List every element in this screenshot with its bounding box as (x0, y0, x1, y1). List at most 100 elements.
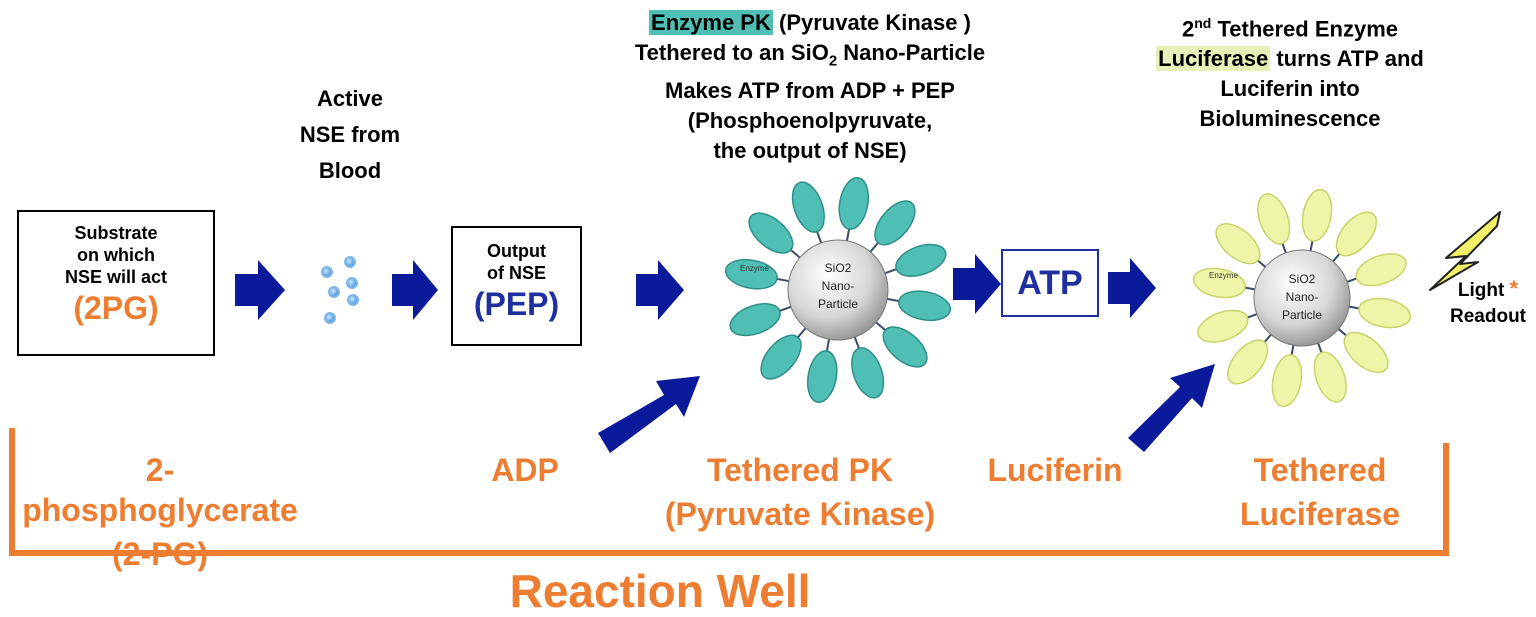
well-label-substrate-line-1: 2-phosphoglycerate (22, 452, 298, 528)
luciferase-header-line-4: Bioluminescence (1199, 106, 1381, 132)
pk-header: Enzyme PK (Pyruvate Kinase ) Tethered to… (580, 8, 1040, 166)
well-label-pk-line-1: Tethered PK (706, 452, 894, 488)
pk-enzyme-1 (874, 200, 916, 246)
arrow-output-to-pk (636, 260, 684, 320)
pk-enzyme-4 (882, 326, 928, 368)
light-word: Light (1457, 280, 1505, 301)
well-label-pk: Tethered PK (Pyruvate Kinase) (640, 450, 960, 534)
luciferase-enzyme-3 (1358, 297, 1412, 329)
luciferase-header-line-1-pre: 2 (1181, 16, 1195, 42)
light-line-1: Light * (1440, 276, 1536, 304)
pk-enzyme-0 (838, 176, 870, 230)
arrow-nse-to-output (392, 260, 438, 320)
well-label-substrate: 2-phosphoglycerate (2-PG) (10, 450, 310, 574)
pk-enzyme-2 (895, 243, 947, 277)
well-label-luciferase: Tethered Luciferase (1230, 450, 1410, 534)
luc-nano-label-1: SiO2 (1289, 272, 1316, 286)
atp-label: ATP (1017, 264, 1083, 302)
substrate-box: Substrate on which NSE will act (2PG) (17, 210, 215, 356)
pk-enzyme-ring (724, 176, 952, 404)
arrow-pk-to-atp (953, 254, 1001, 314)
luciferase-header-line-2-rest: turns ATP and (1270, 46, 1424, 72)
luciferase-enzyme-7 (1226, 339, 1269, 385)
luciferase-enzyme-0 (1301, 188, 1333, 242)
well-label-pk-line-2: (Pyruvate Kinase) (664, 496, 936, 532)
substrate-line-2: on which (77, 245, 155, 265)
atp-box: ATP (1001, 249, 1099, 317)
well-label-luciferin: Luciferin (980, 450, 1130, 490)
nse-line-1: Active (316, 86, 384, 111)
luciferase-header: 2nd Tethered Enzyme Luciferase turns ATP… (1120, 8, 1460, 134)
luciferase-enzyme-8 (1197, 309, 1249, 343)
luciferase-header-line-1-sup: nd (1194, 15, 1212, 31)
pk-nano-label-1: SiO2 (825, 261, 852, 275)
pk-header-line-2-pre: Tethered to an SiO (634, 40, 829, 65)
well-label-substrate-line-2: (2-PG) (112, 536, 208, 572)
arrow-substrate-to-nse (235, 260, 285, 320)
pk-enzyme-7 (760, 334, 802, 380)
substrate-line-3: NSE will act (64, 267, 168, 287)
output-code: (PEP) (473, 286, 560, 322)
substrate-line-1: Substrate (74, 223, 158, 243)
pk-header-line-2: Tethered to an SiO2 Nano-Particle (580, 38, 1040, 76)
luciferase-header-line-2: Luciferase turns ATP and (1120, 44, 1460, 74)
pk-enzyme-5 (851, 347, 885, 399)
pk-enzyme-10 (748, 212, 794, 254)
pk-header-line-2-sub: 2 (828, 52, 838, 70)
luciferase-enzyme-2 (1355, 253, 1407, 287)
nse-line-3: Blood (318, 158, 382, 183)
pk-header-line-3: Makes ATP from ADP + PEP (665, 78, 955, 104)
lightning-bolt-icon (1429, 211, 1501, 291)
pk-enzyme-11 (791, 181, 825, 233)
light-line-2: Readout (1450, 306, 1526, 327)
pk-header-line-1-rest: (Pyruvate Kinase ) (772, 10, 971, 35)
pk-header-line-5: the output of NSE) (713, 138, 907, 164)
luc-enzyme-label: Enzyme (1209, 271, 1238, 280)
luciferase-header-line-3: Luciferin into (1220, 76, 1360, 102)
pk-enzyme-label: Enzyme (740, 264, 769, 273)
reaction-well-title: Reaction Well (509, 565, 811, 617)
luciferase-enzyme-4 (1343, 331, 1389, 374)
pk-enzyme-3 (898, 290, 952, 322)
pk-header-line-4: (Phosphoenolpyruvate, (687, 108, 933, 134)
nse-label: Active NSE from Blood (270, 85, 430, 185)
luciferase-highlight: Luciferase (1156, 46, 1271, 72)
enzyme-pk-highlight: Enzyme PK (649, 10, 773, 35)
luc-nano-label-3: Particle (1282, 308, 1322, 322)
light-readout: Light * Readout (1440, 276, 1536, 330)
pk-enzyme-8 (729, 303, 781, 337)
pk-header-line-1: Enzyme PK (Pyruvate Kinase ) (580, 8, 1040, 38)
luciferase-enzyme-ring (1192, 188, 1412, 408)
reaction-well-bracket (9, 428, 1449, 556)
well-label-adp-text: ADP (491, 452, 559, 488)
arrow-luciferin-to-luciferase (1128, 364, 1215, 452)
nse-line-2: NSE from (299, 122, 401, 147)
arrow-atp-to-luciferase (1108, 258, 1156, 318)
output-line-2: of NSE (486, 263, 546, 283)
nse-cells (321, 256, 359, 324)
luciferase-enzyme-11 (1257, 193, 1291, 245)
pk-nano-label-2: Nano- (822, 279, 855, 293)
light-star: * (1509, 276, 1519, 301)
luc-nano-label-2: Nano- (1286, 290, 1319, 304)
arrow-adp-to-pk (598, 376, 700, 453)
pk-nano-label-3: Particle (818, 297, 858, 311)
luciferase-enzyme-9 (1192, 267, 1246, 299)
luciferase-enzyme-1 (1335, 211, 1378, 257)
luciferase-header-line-1-post: Tethered Enzyme (1211, 16, 1398, 42)
luciferase-nanoparticle-sphere (1253, 249, 1351, 347)
luciferase-header-line-1: 2nd Tethered Enzyme (1120, 8, 1460, 44)
well-label-adp: ADP (470, 450, 580, 490)
luciferase-enzyme-10 (1215, 222, 1261, 265)
well-label-luciferin-text: Luciferin (987, 452, 1123, 488)
pk-enzyme-6 (806, 350, 838, 404)
pk-header-line-2-post: Nano-Particle (837, 40, 986, 65)
luciferase-enzyme-5 (1313, 351, 1347, 403)
substrate-code: (2PG) (73, 290, 159, 326)
well-label-luciferase-line-2: Luciferase (1239, 496, 1401, 532)
output-box: Output of NSE (PEP) (451, 226, 582, 346)
well-label-luciferase-line-1: Tethered (1253, 452, 1387, 488)
output-line-1: Output (487, 241, 546, 261)
pk-nanoparticle-sphere (787, 239, 889, 341)
